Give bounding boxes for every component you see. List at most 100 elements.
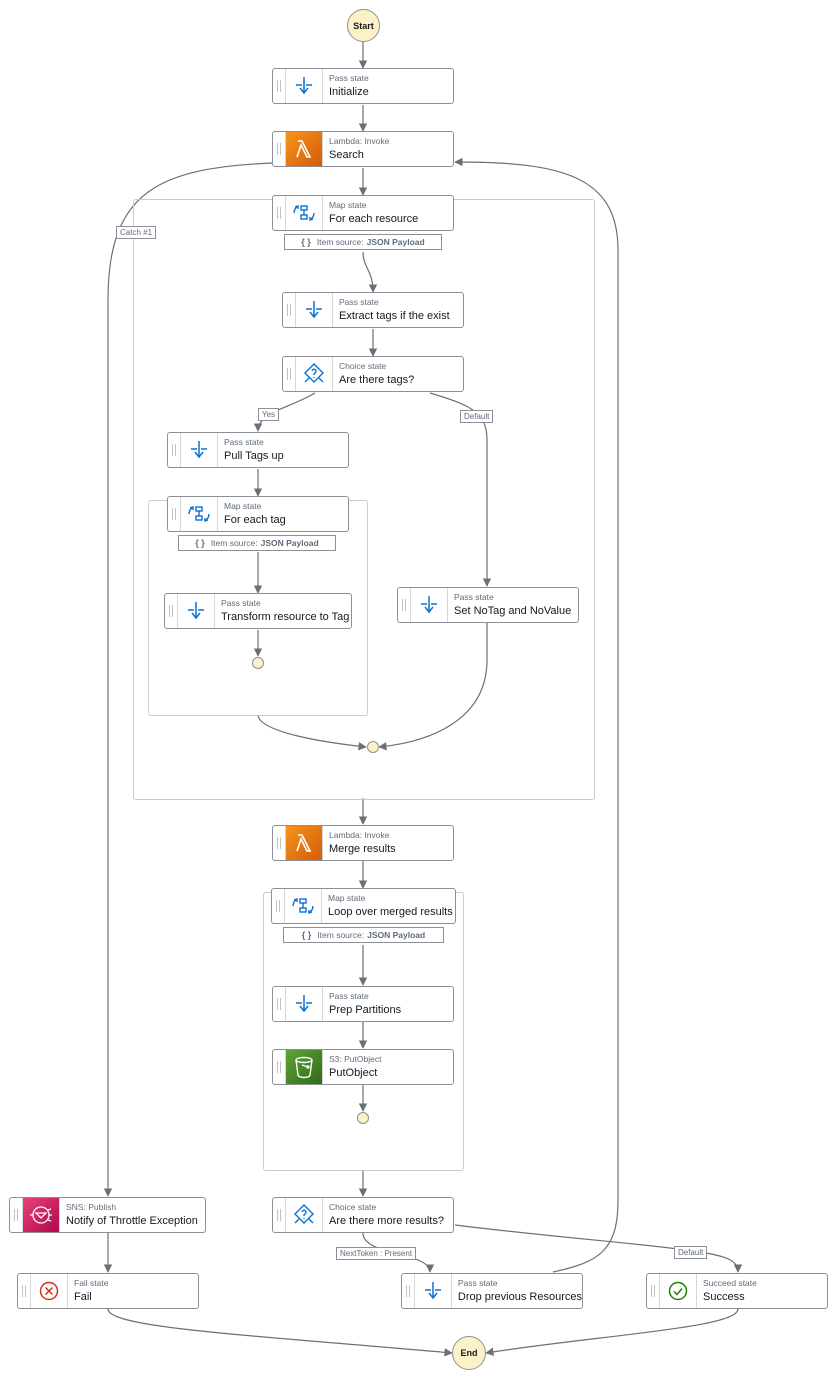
edge-label-next-token: NextToken : Present	[336, 1247, 417, 1260]
state-name: Prep Partitions	[329, 1004, 402, 1016]
state-type: Pass state	[329, 991, 369, 1001]
fail-icon	[30, 1274, 68, 1308]
edge-choice-success	[454, 1224, 743, 1273]
state-type: Pass state	[457, 1278, 498, 1288]
drag-handle[interactable]	[283, 357, 295, 391]
item-source-loop-merged: { }Item source:JSON Payload	[283, 927, 444, 943]
state-type: Map state	[329, 200, 367, 210]
state-name: For each resource	[329, 213, 419, 225]
map-state-icon	[285, 196, 323, 230]
state-type: Choice state	[329, 1202, 377, 1212]
lambda-icon	[285, 132, 323, 166]
edge-inner-merge	[257, 715, 367, 751]
start-node[interactable]: Start	[347, 9, 380, 42]
lambda-icon	[285, 826, 323, 860]
state-type: Lambda: Invoke	[329, 136, 390, 146]
drag-handle[interactable]	[273, 69, 285, 103]
state-type: Pass state	[329, 73, 369, 83]
pass-state-icon	[285, 69, 323, 103]
state-type: Map state	[328, 893, 366, 903]
state-type: Pass state	[454, 592, 494, 602]
edge-foreach-extract	[362, 251, 378, 293]
succeed-icon	[659, 1274, 697, 1308]
state-type: S3: PutObject	[329, 1054, 382, 1064]
drag-handle[interactable]	[18, 1274, 30, 1308]
edge-fail-end	[107, 1308, 453, 1357]
state-name: Loop over merged results	[328, 906, 453, 918]
state-name: Set NoTag and NoValue	[454, 605, 572, 617]
map-state-icon	[180, 497, 218, 531]
state-type: Lambda: Invoke	[329, 830, 390, 840]
state-type: Pass state	[221, 598, 261, 608]
item-source-for-each-resource: { }Item source:JSON Payload	[284, 234, 442, 250]
end-node[interactable]: End	[452, 1336, 486, 1370]
pass-state-icon	[180, 433, 218, 467]
item-source-for-each-tag: { }Item source:JSON Payload	[178, 535, 336, 551]
sns-icon	[22, 1198, 60, 1232]
drag-handle[interactable]	[273, 196, 285, 230]
edge-success-end	[485, 1308, 739, 1356]
s3-bucket-icon	[285, 1050, 323, 1084]
drag-handle[interactable]	[273, 132, 285, 166]
drag-handle[interactable]	[273, 1050, 285, 1084]
state-name: Initialize	[329, 86, 369, 98]
state-type: Pass state	[224, 437, 264, 447]
drag-handle[interactable]	[402, 1274, 414, 1308]
drag-handle[interactable]	[10, 1198, 22, 1232]
drag-handle[interactable]	[272, 889, 284, 923]
state-name: Drop previous Resources	[457, 1291, 582, 1303]
drag-handle[interactable]	[647, 1274, 659, 1308]
edge-setnotag-merge	[378, 623, 488, 751]
state-type: Fail state	[74, 1278, 109, 1288]
drag-handle[interactable]	[168, 497, 180, 531]
map-state-icon	[284, 889, 322, 923]
state-name: Success	[703, 1291, 745, 1303]
edge-label-default-results: Default	[674, 1246, 708, 1259]
drag-handle[interactable]	[283, 293, 295, 327]
state-name: For each tag	[224, 514, 286, 526]
state-type: Map state	[224, 501, 262, 511]
drag-handle[interactable]	[273, 987, 285, 1021]
choice-end-dot	[367, 741, 379, 753]
edge-catch	[103, 162, 273, 1197]
drag-handle[interactable]	[398, 588, 410, 622]
drag-handle[interactable]	[273, 1198, 285, 1232]
edge-drop-search	[454, 157, 619, 1273]
pass-state-icon	[413, 1274, 452, 1308]
state-name: Are there more results?	[329, 1215, 444, 1227]
edge-label-yes: Yes	[258, 408, 280, 421]
state-name: Merge results	[329, 843, 396, 855]
state-name: Notify of Throttle Exception	[66, 1215, 198, 1227]
state-type: Succeed state	[703, 1278, 757, 1288]
choice-state-icon	[295, 357, 333, 391]
state-type: Choice state	[339, 361, 387, 371]
drag-handle[interactable]	[273, 826, 285, 860]
map-end-dot	[252, 657, 264, 669]
state-name: PutObject	[329, 1067, 378, 1079]
drag-handle[interactable]	[165, 594, 177, 628]
map-end-dot-2	[357, 1112, 369, 1124]
pass-state-icon	[177, 594, 215, 628]
state-type: SNS: Publish	[66, 1202, 117, 1212]
drag-handle[interactable]	[168, 433, 180, 467]
